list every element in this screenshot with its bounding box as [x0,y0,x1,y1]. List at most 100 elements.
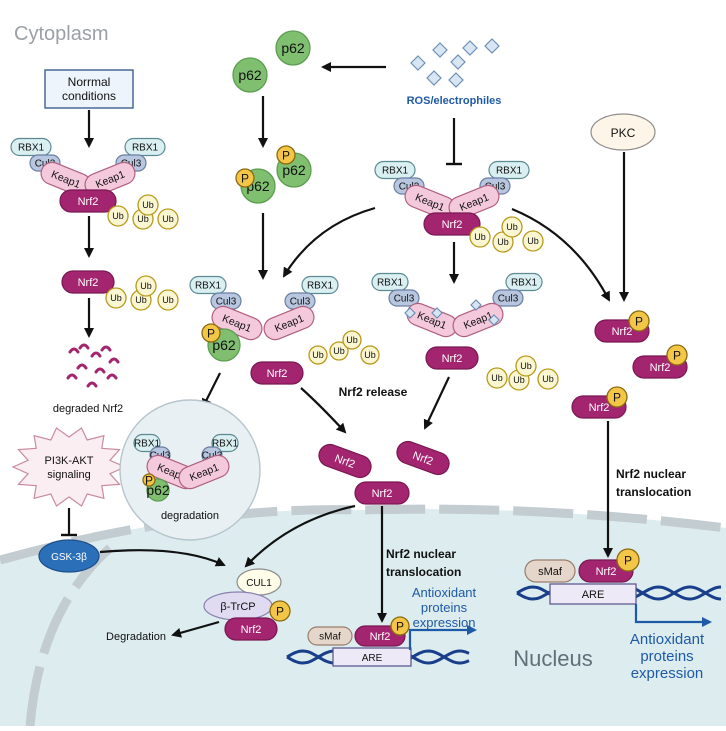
ros-complex-rbx1-right [488,160,530,180]
pi3k-akt-label-line-1: PI3K-AKT [45,455,94,467]
free-ub-4 [537,368,559,390]
ros-complex-ub-1-label: Ub [474,232,486,242]
p62-complex-rbx1-left-label: RBX1 [195,281,222,292]
basal-complex-nrf2-group: Nrf2 [59,189,117,213]
p62-complex-ub-4 [360,345,380,365]
ros-complex-nrf2 [423,212,481,236]
inset-phosphate [142,473,156,487]
nrf2-released-p62-group: Nrf2 [250,361,304,385]
inset-p62-label: p62 [146,482,170,498]
inset-rbx1-left [133,433,161,453]
keap1-modification-1 [404,307,416,319]
modified-rbx1-right-group: RBX1 [505,272,543,292]
nrf2-ubiquitinated-label: Nrf2 [78,277,99,289]
ros-diamond-4 [462,40,478,56]
inset-cul3-right-label: Cul3 [202,451,223,462]
nrf2-nuclear-right-label: Nrf2 [596,566,617,578]
antioxidant-center-label-line-2: proteins [421,600,468,615]
modified-cul3-right-group: Cul3 [492,289,524,307]
smaf-center-label: sMaf [319,632,341,643]
phosphate-nrf2-2-label: P [673,348,681,362]
nrf2-pool-right [396,440,450,476]
nrf2-phospho-2-label: Nrf2 [650,362,671,374]
degraded-fragment-8 [106,373,118,380]
nrf2-phospho-3-label: Nrf2 [589,402,610,414]
degraded-fragment-4 [100,345,112,352]
ros-complex-cul3-right-label: Cul3 [485,182,506,193]
ros-complex-nrf2-label: Nrf2 [442,219,463,231]
p62-complex-ub-1-label: Ub [312,350,324,360]
p62-complex-ub-2-label: Ub [333,346,345,356]
ros-complex-rbx1-left-group: RBX1 [374,160,416,180]
keap1-modification-2 [431,307,443,319]
basal-complex-cul3-right-label: Cul3 [121,159,142,170]
ubiquitin-chain-1-label: Ub [110,293,122,303]
ros-complex-ub-3-label: Ub [506,222,518,232]
ros-complex-ub-3 [501,216,523,238]
ros-complex-nrf2-group: Nrf2 [423,212,481,236]
ros-complex-ub-2-label: Ub [497,237,509,247]
ubiquitin-chain-3-label: Ub [140,281,152,291]
nrf2-pool-bottom [354,481,410,505]
are-label-right: ARE [582,589,605,601]
nuclear-translocation-right-line-1: Nrf2 nuclear [616,467,686,481]
arrow-nrf2-to-btrcp [244,504,356,568]
degraded-fragment-1 [68,347,80,354]
nrf2-btrcp-label: Nrf2 [241,624,262,636]
arrow-to-degradation [171,620,220,638]
ros-complex-keap1-left-group: Keap1 [404,184,456,220]
p62-complex-ub-1 [308,345,328,365]
free-ub-1 [486,367,508,389]
inset-keap1-right-group: Keap1 [178,454,230,490]
p62-complex-cul3-right-label: Cul3 [290,297,311,308]
nrf2-pool-left-group: Nrf2 [318,443,372,479]
nucleus-label: Nucleus [513,646,592,671]
degradation-main-label: Degradation [106,631,166,643]
inset-phosphate-label: P [145,473,153,487]
ros-complex-rbx1-left [374,160,416,180]
arrow-antioxidant-center [408,625,477,650]
phosphate-nrf2-3 [606,386,628,408]
ubiquitin-basal-2-label: Ub [137,214,149,224]
antioxidant-right-label-line-3: expression [631,665,704,682]
free-ub-4-label: Ub [542,374,554,384]
p62-complex-ub-3-label: Ub [346,335,358,345]
ubiquitin-basal-3-label: Ub [142,200,154,210]
basal-complex-nrf2 [59,189,117,213]
ubiquitin-chain-1 [105,287,127,309]
nrf2-pool-right-group: Nrf2 [396,440,450,476]
inset-rbx1-left-group: RBX1 [133,433,161,453]
basal-complex-rbx1-left-label: RBX1 [18,143,45,154]
basal-complex-keap1-right-group: Keap1 [84,161,136,197]
ubiquitin-basal-4-label: Ub [162,214,174,224]
basal-complex-nrf2-label: Nrf2 [78,196,99,208]
p62-complex-p62-label: p62 [212,337,236,353]
modified-rbx1-right [505,272,543,292]
ros-diamond-2 [432,42,448,58]
nrf2-released-ros [425,346,479,370]
smaf-right [524,559,576,583]
nucleus-region [0,509,726,726]
modified-cul3-left-group: Cul3 [388,289,420,307]
ros-complex-ub-1 [469,226,491,248]
nrf2-btrcp [224,617,278,641]
phosphate-p62-left [235,168,255,188]
ros-complex-ub-4-label: Ub [527,236,539,246]
phosphate-nuclear-right [616,548,640,572]
pi3k-akt-label-line-2: signaling [47,469,90,481]
ros-diamond-3 [450,54,466,70]
ros-complex-rbx1-left-label: RBX1 [382,166,409,177]
inset-rbx1-right-label: RBX1 [212,439,239,450]
phosphate-nrf2-2 [666,344,688,366]
p62-protein-top [275,30,311,66]
arrow-antioxidant-right [634,604,712,627]
modified-cul3-right-label: Cul3 [498,294,519,305]
modified-rbx1-left-group: RBX1 [371,272,409,292]
basal-complex-keap1-left-group: Keap1 [40,161,92,197]
basal-complex-rbx1-right-label: RBX1 [132,143,159,154]
modified-keap1-left-group: Keap1 [406,302,458,338]
p62-protein-phospho-right-label: p62 [282,162,306,178]
basal-complex-rbx1-right-group: RBX1 [124,137,166,157]
ros-complex-rbx1-right-label: RBX1 [496,166,523,177]
nrf2-release-label: Nrf2 release [339,385,408,399]
